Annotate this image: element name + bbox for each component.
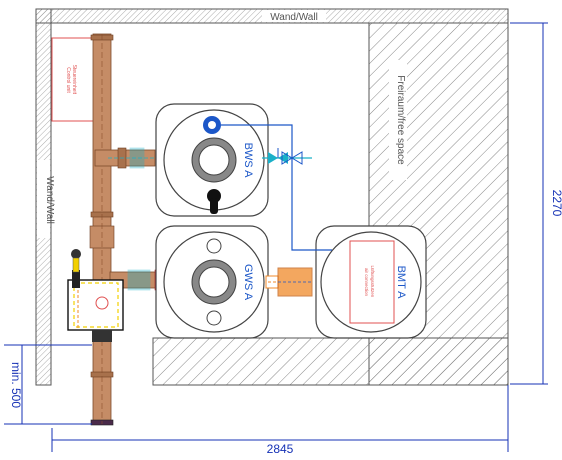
- vertical-supply-pipe: [89, 33, 115, 426]
- pump-knob: [71, 249, 81, 259]
- bws-check-valve-left: [281, 151, 293, 165]
- free-space-label: Freiraum/free space: [395, 75, 406, 165]
- pump-actuator: [72, 270, 80, 288]
- left-wall-label: Wand/Wall: [44, 176, 55, 224]
- left-wall-label-bg: [37, 160, 50, 238]
- gws-tank-port-inner: [198, 266, 230, 298]
- min-dim-value: min. 500: [9, 362, 23, 408]
- gws-bmt-connection: [265, 267, 313, 297]
- bws-drain-handle: [210, 198, 218, 214]
- gws-tank-outer-ring: [163, 231, 265, 333]
- bws-blue-connector-center: [208, 121, 216, 129]
- bws-label: BWS A: [242, 143, 254, 179]
- control-unit: Steuereinheit Control unit: [51, 37, 95, 122]
- gws-outlet-stub: [265, 275, 279, 289]
- bmt-label: BMT A: [395, 266, 407, 299]
- pump-yellow-outline: [73, 282, 119, 328]
- gws-branch-valve: [127, 269, 151, 291]
- blue-flow-line: [221, 124, 332, 251]
- min-clearance-dimension: min. 500: [4, 344, 92, 425]
- height-dimension: 2270: [510, 22, 562, 385]
- bmt-tank: Lüftungsstutzen air connection BMT A: [315, 225, 427, 339]
- free-space-bottom: [152, 337, 509, 386]
- bmt-note: Lüftungsstutzen air connection: [364, 265, 375, 298]
- pump-yellow-tag: [72, 257, 80, 273]
- bws-branch-pipe: [94, 147, 160, 169]
- gws-label: GWS A: [242, 264, 254, 301]
- pump-base: [92, 330, 112, 342]
- width-dimension: 2845: [51, 385, 509, 456]
- gws-tank: GWS A: [155, 225, 269, 339]
- control-unit-label-line-1: Steuereinheit: [71, 65, 77, 95]
- walls: Wand/Wall Wand/Wall: [35, 8, 509, 386]
- height-dim-value: 2270: [550, 190, 562, 217]
- top-wall-label-bg: [262, 10, 326, 22]
- control-unit-box: [51, 37, 95, 122]
- bmt-note-line-1: Lüftungsstutzen: [370, 265, 375, 297]
- gws-bottom-port: [206, 310, 222, 326]
- bws-valve-right: [278, 152, 288, 164]
- gws-top-port: [206, 238, 222, 254]
- width-dim-value: 2845: [267, 442, 294, 455]
- bmt-red-box: [349, 240, 395, 324]
- bmt-note-line-2: air connection: [364, 268, 369, 297]
- pump-control-box: [67, 249, 124, 342]
- bmt-tank-housing: [315, 225, 427, 339]
- bws-tank: BWS A: [155, 103, 269, 217]
- bws-to-bmt-line: [221, 124, 332, 251]
- bmt-tank-outer-ring: [320, 231, 422, 333]
- control-unit-label: Steuereinheit Control unit: [65, 65, 77, 96]
- bws-tank-port-inner: [198, 144, 230, 176]
- pump-indicator: [95, 296, 109, 310]
- free-space-label-bg: [389, 60, 407, 180]
- top-wall-label: Wand/Wall: [270, 12, 318, 23]
- bws-check-valve-right: [291, 151, 303, 165]
- control-unit-label-line-2: Control unit: [65, 67, 71, 93]
- bws-valve-left: [268, 152, 278, 164]
